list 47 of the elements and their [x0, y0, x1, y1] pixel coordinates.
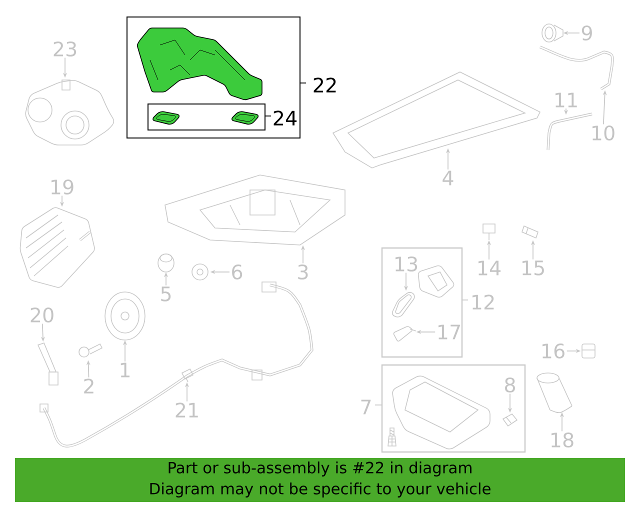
tube-drawing	[539, 46, 614, 90]
callout-number: 23	[54, 41, 76, 57]
bushing-drawing	[192, 264, 208, 280]
callout-number: 11	[556, 92, 577, 108]
callout-number: 15	[522, 260, 544, 276]
callout-number: 9	[582, 25, 592, 41]
callout-number: 13	[396, 256, 418, 272]
intake-manifold-drawing	[137, 28, 262, 100]
callout-number: 22	[314, 78, 336, 92]
cover-drawing	[418, 265, 454, 298]
callout-number: 18	[552, 432, 574, 448]
callout-number: 24	[274, 110, 297, 126]
oil-filter-drawing	[536, 372, 572, 414]
oil-cooler-drawing	[20, 207, 95, 288]
bolt-drawing	[78, 343, 103, 358]
oil-pan-drawing	[164, 174, 346, 246]
plug-drawing	[582, 344, 596, 358]
callout-number: 3	[298, 264, 308, 280]
gasket-drawing	[152, 111, 180, 125]
callout-number: 4	[442, 170, 454, 186]
callout-number: 1	[120, 362, 130, 378]
oil-pan-drawing	[392, 376, 490, 450]
gasket-drawing	[232, 111, 259, 125]
notice-text: Diagram may not be specific to your vehicle	[150, 482, 490, 498]
callout-number: 20	[30, 307, 54, 323]
callout-number: 14	[478, 260, 501, 276]
pulley-drawing	[104, 292, 146, 340]
gasket-drawing	[392, 292, 415, 318]
callout-number: 17	[438, 324, 460, 340]
drain-plug-drawing	[388, 428, 396, 446]
callout-number: 7	[361, 400, 371, 414]
housing-drawing	[25, 80, 114, 146]
callout-number: 21	[176, 402, 198, 418]
notice-text: Part or sub-assembly is #22 in diagram	[168, 462, 472, 476]
plug-drawing	[542, 24, 564, 42]
callout-number: 6	[232, 264, 242, 280]
callout-number: 5	[161, 286, 171, 302]
callout-number: 2	[84, 378, 94, 394]
callout-number: 19	[52, 179, 74, 195]
callout-number: 12	[472, 294, 494, 310]
callout-number: 16	[542, 343, 564, 359]
bolt-drawing	[482, 224, 496, 240]
cap-drawing	[158, 254, 174, 272]
sensor-drawing	[393, 326, 416, 342]
callout-number: 10	[592, 125, 614, 141]
callout-number: 8	[505, 377, 515, 393]
tube-drawing	[546, 112, 592, 150]
